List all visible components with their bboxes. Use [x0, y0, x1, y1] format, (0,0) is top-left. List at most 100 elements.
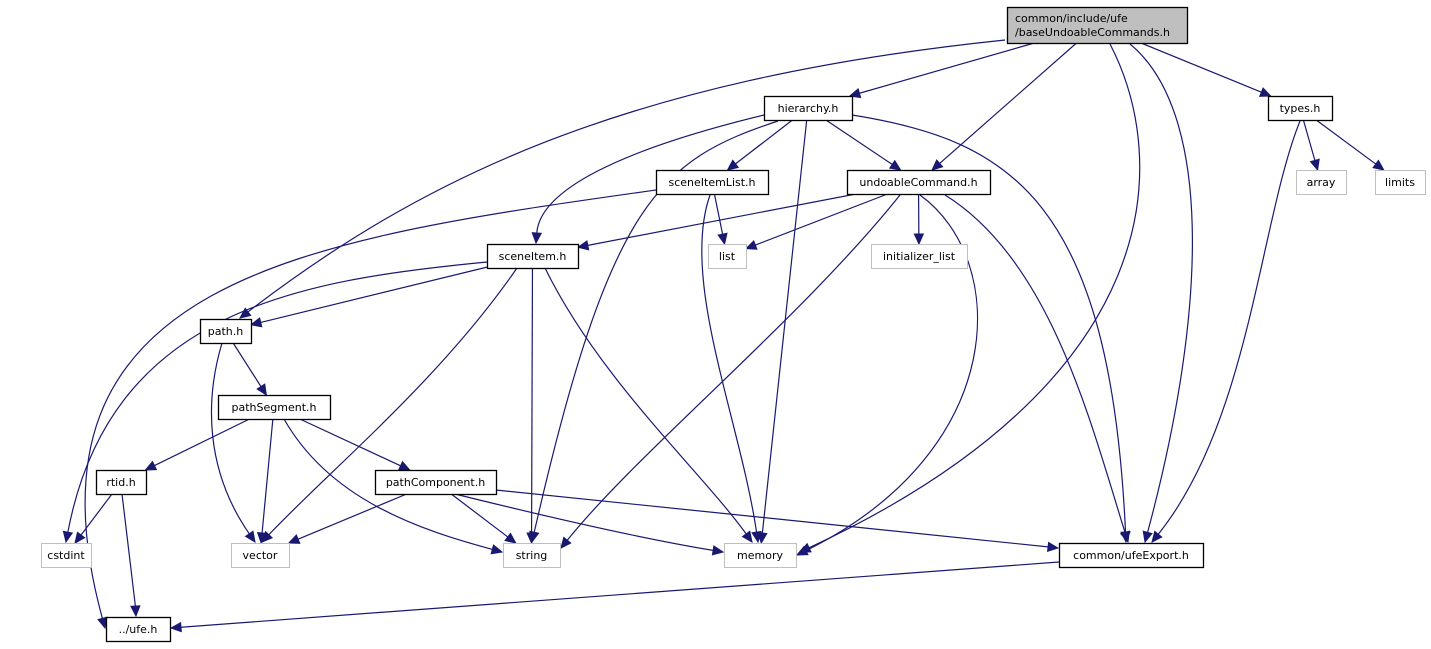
edge-line: [84, 189, 657, 619]
node-root[interactable]: common/include/ufe/baseUndoableCommands.…: [1006, 6, 1189, 45]
edge-line: [755, 193, 888, 246]
arrowhead-icon: [726, 159, 740, 171]
node-types[interactable]: types.h: [1267, 95, 1334, 122]
arrowhead-icon: [531, 232, 543, 245]
arrowhead-icon: [490, 544, 504, 555]
edge-path-to-vector: [210, 342, 256, 544]
edge-ufeExport-to-ufe: [169, 561, 1060, 633]
node-sceneItem[interactable]: sceneItem.h: [486, 243, 580, 270]
arrowhead-icon: [169, 621, 182, 633]
edge-line: [1129, 43, 1193, 533]
node-label: vector: [243, 549, 278, 562]
edge-pathSegment-to-string: [283, 418, 504, 555]
edge-line: [735, 119, 793, 165]
edge-pathComponent-to-memory: [454, 493, 725, 556]
arrowhead-icon: [397, 460, 411, 471]
arrowhead-icon: [931, 159, 944, 171]
node-string: string: [503, 543, 561, 568]
node-pathComponent[interactable]: pathComponent.h: [374, 469, 498, 496]
arrowhead-icon: [913, 233, 925, 246]
edge-root-to-path: [239, 39, 1006, 319]
arrowhead-icon: [1119, 530, 1130, 544]
edge-line: [1140, 42, 1262, 93]
arrowhead-icon: [74, 531, 86, 544]
node-box: [655, 169, 770, 196]
edge-sceneItem-to-path: [249, 266, 488, 328]
edge-undoableCommand-to-list: [744, 193, 888, 250]
edge-line: [939, 42, 1077, 164]
edge-undoableCommand-to-sceneItem: [576, 193, 857, 251]
node-path[interactable]: path.h: [199, 318, 253, 345]
arrowhead-icon: [97, 616, 108, 630]
node-box: [1058, 542, 1205, 569]
node-label: string: [516, 549, 548, 562]
edge-sceneItemList-to-list: [713, 193, 728, 246]
edge-line: [1315, 119, 1377, 165]
node-label: list: [719, 250, 736, 263]
node-label: array: [1307, 176, 1336, 189]
edge-line: [299, 418, 401, 467]
edge-pathComponent-to-ufeExport: [495, 489, 1060, 553]
edge-line: [297, 493, 407, 540]
arrowhead-icon: [62, 530, 74, 544]
arrowhead-icon: [130, 605, 141, 618]
nodes-layer: common/include/ufe/baseUndoableCommands.…: [41, 6, 1426, 643]
node-vector: vector: [231, 543, 290, 568]
node-pathSegment[interactable]: pathSegment.h: [217, 394, 332, 421]
edge-root-to-ufeExport: [1129, 43, 1193, 544]
edge-line: [247, 39, 1006, 313]
node-label: pathSegment.h: [232, 401, 317, 414]
edge-line: [587, 193, 857, 246]
edge-types-to-ufeExport: [1151, 120, 1301, 543]
node-box: [846, 169, 992, 196]
arrowhead-icon: [1309, 158, 1320, 172]
edge-line: [80, 493, 113, 536]
node-ufeExport[interactable]: common/ufeExport.h: [1058, 542, 1205, 569]
edge-line: [1302, 119, 1316, 161]
edge-undoableCommand-to-ufeExport: [944, 194, 1130, 544]
node-label: initializer_list: [883, 250, 956, 263]
edge-pathComponent-to-string: [450, 493, 517, 544]
node-box: [763, 95, 854, 122]
edge-line: [761, 119, 808, 534]
edge-pathSegment-to-vector: [256, 418, 274, 545]
edge-line: [851, 114, 1127, 533]
edge-line: [283, 418, 493, 550]
arrowhead-icon: [576, 240, 590, 251]
node-label: path.h: [208, 325, 244, 338]
edge-line: [536, 114, 765, 234]
node-undoableCommand[interactable]: undoableCommand.h: [846, 169, 992, 196]
node-sceneItemList[interactable]: sceneItemList.h: [655, 169, 770, 196]
node-box: [1006, 6, 1189, 45]
node-label: undoableCommand.h: [859, 176, 977, 189]
edge-hierarchy-to-undoableCommand: [825, 119, 902, 171]
node-rtid[interactable]: rtid.h: [95, 469, 148, 496]
node-box: [41, 543, 92, 568]
node-label: rtid.h: [106, 476, 135, 489]
edge-line: [154, 418, 250, 467]
arrowhead-icon: [1372, 159, 1385, 171]
node-label: common/include/ufe: [1015, 12, 1128, 25]
edge-line: [261, 418, 274, 534]
edge-line: [530, 267, 534, 534]
node-label: /baseUndoableCommands.h: [1015, 26, 1170, 39]
node-hierarchy[interactable]: hierarchy.h: [763, 95, 854, 122]
edge-hierarchy-to-sceneItem: [531, 114, 765, 245]
node-label: pathComponent.h: [386, 476, 485, 489]
edges-layer: [62, 39, 1385, 633]
arrowhead-icon: [744, 239, 758, 250]
edge-line: [1157, 120, 1301, 535]
node-memory: memory: [724, 543, 797, 568]
edge-line: [450, 493, 509, 538]
edge-types-to-array: [1302, 119, 1320, 172]
edge-path-to-pathSegment: [232, 342, 267, 397]
node-label: hierarchy.h: [778, 102, 839, 115]
node-ufe[interactable]: ../ufe.h: [105, 616, 172, 643]
edge-sceneItem-to-string: [526, 267, 537, 545]
node-label: common/ufeExport.h: [1073, 549, 1189, 562]
node-box: [199, 318, 253, 345]
edge-line: [268, 267, 518, 536]
arrowhead-icon: [144, 460, 158, 471]
node-label: types.h: [1280, 102, 1321, 115]
